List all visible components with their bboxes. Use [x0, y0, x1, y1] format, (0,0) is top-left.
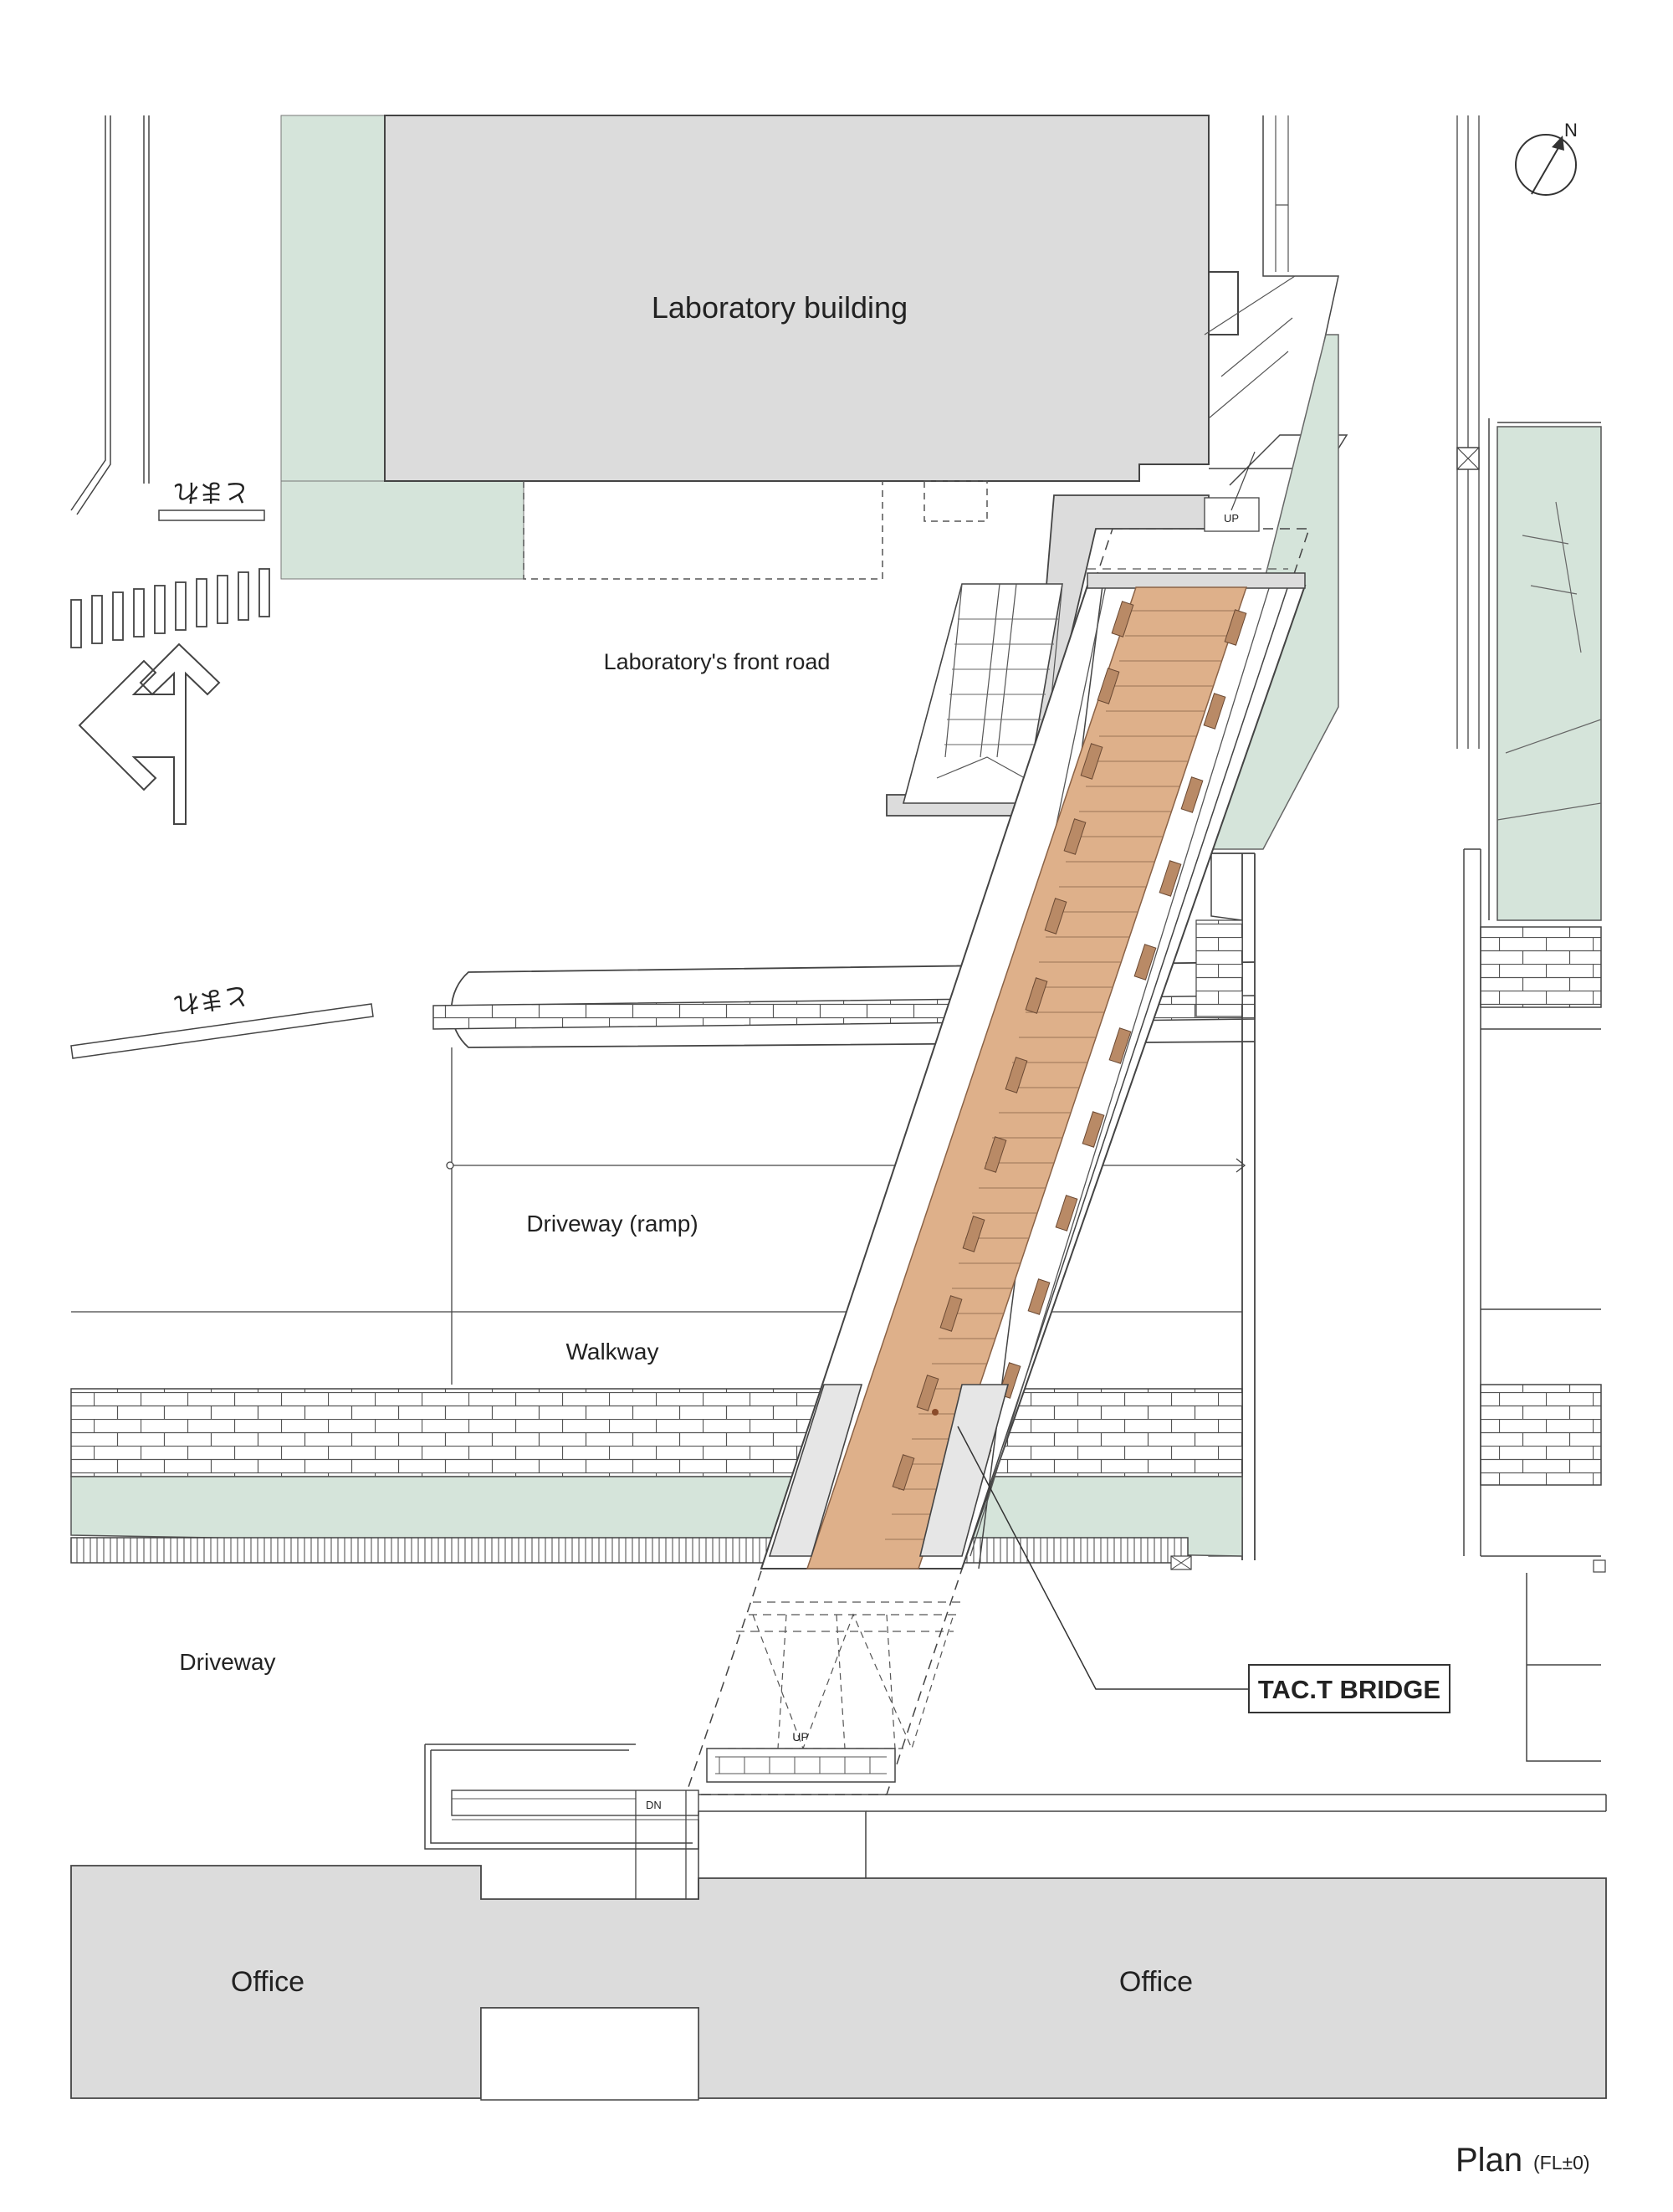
plan-level: (FL±0)	[1533, 2152, 1590, 2174]
north-arrow: N	[1515, 120, 1578, 196]
compass-icon	[1515, 134, 1577, 196]
bridge-label: TAC.T BRIDGE	[1258, 1675, 1440, 1704]
abutment-left	[768, 1384, 863, 1557]
office-right-label: Office	[1119, 1966, 1193, 1998]
bridge-deck	[806, 586, 1248, 1569]
bridge-posts-left	[892, 601, 1134, 1491]
bridge-callout-leader	[957, 1426, 1251, 1690]
up-label-bottom: UP	[792, 1730, 808, 1743]
tact-bridge	[760, 572, 1307, 1569]
north-label: N	[1564, 120, 1578, 141]
road-arrow	[78, 643, 221, 825]
lower-stair: UP	[706, 1601, 962, 1783]
green-east	[1496, 426, 1602, 921]
building-dashed-extension	[523, 481, 883, 580]
bridge-callout-box	[1248, 1664, 1450, 1713]
crosswalk	[70, 568, 270, 648]
east-corridor	[1209, 115, 1339, 469]
west-road: とまれ とまれ	[70, 115, 374, 1059]
walkway-paving	[70, 1388, 1243, 1477]
walkway-label: Walkway	[566, 1339, 659, 1365]
column-dashed	[923, 480, 988, 522]
abutment-right	[918, 1384, 1010, 1557]
green-under-building	[280, 480, 524, 580]
south-area: DN	[70, 1743, 1607, 2101]
driveway-label: Driveway	[179, 1649, 275, 1675]
deck-planks	[885, 610, 1238, 1540]
laboratory-area	[280, 115, 1348, 580]
road-mark-top: とまれ	[174, 478, 249, 505]
office-left-label: Office	[231, 1966, 304, 1998]
road-line-mid	[70, 1003, 374, 1059]
plan-title: Plan	[1456, 2142, 1522, 2179]
front-road-label: Laboratory's front road	[604, 649, 831, 674]
down-label: DN	[646, 1799, 662, 1811]
up-label-top: UP	[1224, 512, 1239, 525]
bridge-posts-right	[969, 609, 1247, 1482]
road-mark-mid: とまれ	[172, 981, 251, 1018]
building-east-wall	[1208, 115, 1239, 335]
curb	[70, 1537, 1189, 1564]
driveway-ramp-label: Driveway (ramp)	[526, 1211, 698, 1237]
laboratory-building-label: Laboratory building	[652, 290, 908, 325]
east-site	[1456, 115, 1606, 1762]
